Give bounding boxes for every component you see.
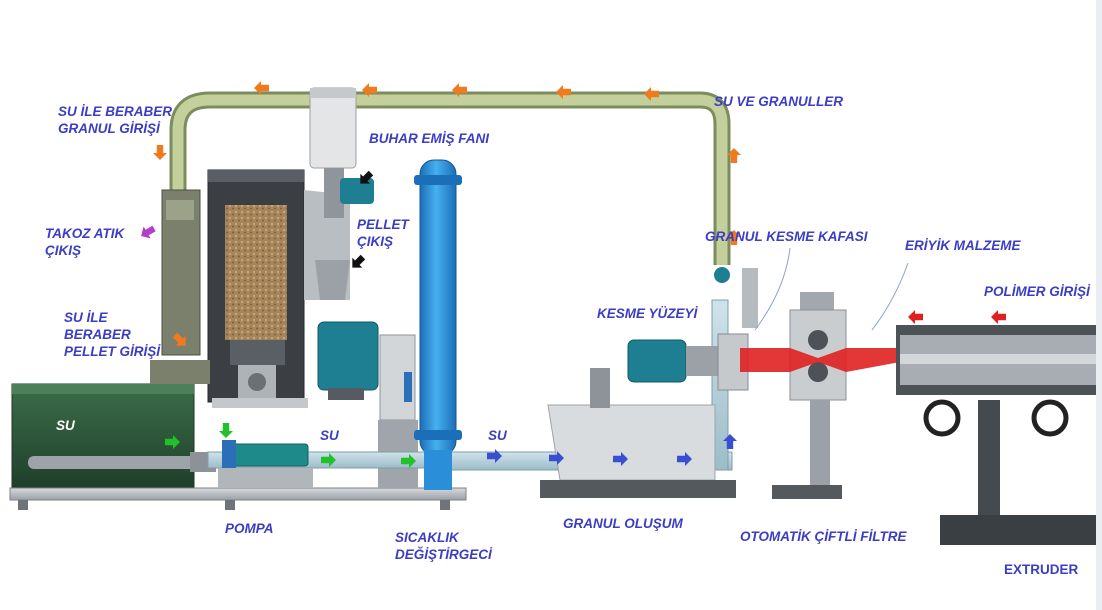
blue-arrow	[677, 452, 692, 466]
blue-arrow	[549, 451, 564, 465]
label-cutting-surface: KESME YÜZEYİ	[597, 306, 698, 321]
label-water-2: SU	[488, 428, 507, 443]
cutting-motor	[627, 267, 758, 391]
heat-exchanger	[414, 159, 462, 490]
green-arrow	[321, 453, 336, 467]
steam-fan	[309, 87, 374, 218]
orange-arrow	[644, 87, 659, 101]
orange-arrow	[254, 81, 269, 95]
orange-arrow	[362, 83, 377, 97]
label-water-1: SU	[320, 428, 339, 443]
label-melt: ERİYİK MALZEME	[905, 238, 1021, 253]
extruder-barrel	[896, 325, 1102, 545]
page-edge	[1096, 0, 1102, 610]
label-steam-fan: BUHAR EMİŞ FANI	[369, 131, 490, 146]
label-cutting-head: GRANUL KESME KAFASI	[705, 229, 868, 244]
label-tank-water: SU	[56, 418, 75, 433]
black-arrow	[352, 254, 366, 268]
blue-arrow	[723, 434, 737, 449]
orange-arrow	[153, 145, 167, 160]
green-arrow	[165, 435, 180, 449]
label-filter: OTOMATİK ÇİFTLİ FİLTRE	[740, 529, 907, 544]
label-extruder: EXTRUDER	[1004, 562, 1079, 577]
pump	[218, 440, 313, 488]
blue-arrow	[487, 449, 502, 463]
blue-arrow	[613, 452, 628, 466]
water-tank	[11, 383, 216, 489]
green-arrow	[219, 423, 233, 438]
orange-arrow	[727, 148, 741, 163]
red-arrow	[908, 310, 923, 324]
label-granule-formation: GRANUL OLUŞUM	[563, 516, 683, 531]
flow-arrows	[141, 81, 1006, 468]
granule-formation-unit	[540, 368, 736, 498]
label-polymer-inlet: POLİMER GİRİŞİ	[984, 284, 1090, 299]
purple-arrow	[141, 225, 156, 239]
pellet-outlet-motor	[317, 321, 418, 488]
orange-arrow	[172, 332, 186, 346]
orange-arrow	[452, 83, 467, 97]
black-arrow	[360, 170, 374, 184]
leader-lines	[754, 247, 909, 331]
melt-flow	[740, 348, 900, 372]
red-arrow	[991, 310, 1006, 324]
double-filter	[772, 292, 847, 499]
label-water-granules: SU VE GRANULLER	[714, 94, 844, 109]
return-pipe	[169, 91, 731, 265]
green-arrow	[401, 454, 416, 468]
label-pump: POMPA	[225, 521, 274, 536]
orange-arrow	[727, 230, 741, 245]
base-frame	[9, 487, 467, 510]
orange-arrow	[556, 85, 571, 99]
